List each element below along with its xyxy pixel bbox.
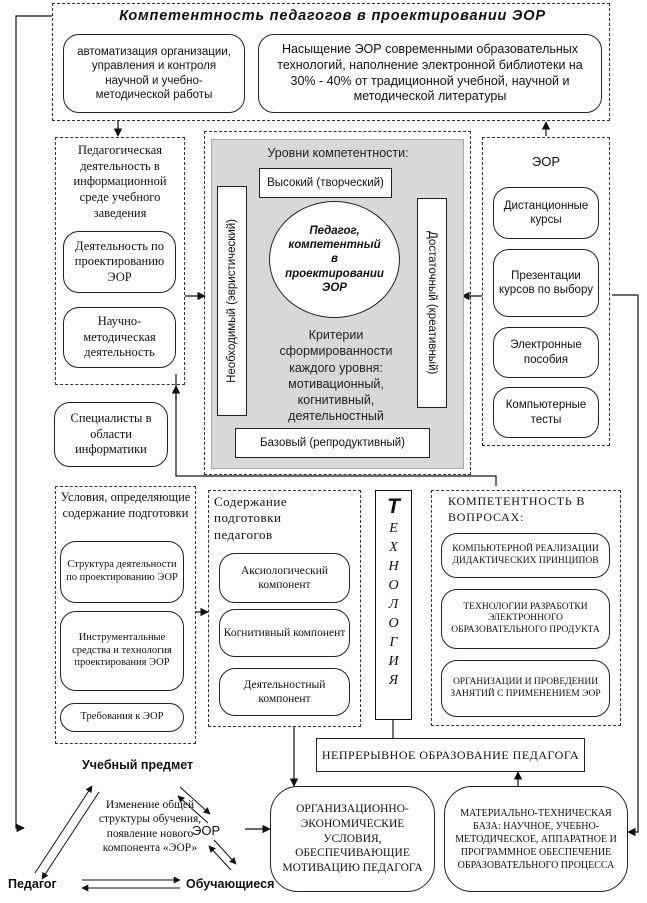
technology-letter: Х [389, 540, 398, 555]
org-conditions-box: Организационно-экономические условия, об… [270, 786, 435, 892]
technology-letter: Л [388, 597, 399, 612]
eor-frame [482, 137, 610, 446]
eor-title: ЭОР [531, 154, 561, 169]
automation-box: автоматизация организации, управления и … [63, 34, 245, 113]
content-title: Содержание подготовки педагогов [214, 494, 288, 542]
eor-item-presentations: Презентации курсов по выбору [493, 249, 599, 317]
level-sufficient: Достаточный (креативный) [426, 231, 438, 375]
content-item-activity: Деятельностный компонент [219, 668, 350, 716]
technology-letter: Е [389, 521, 398, 536]
technology-letter: О [388, 578, 399, 593]
method-activity-box: Научно-методическая деятельность [63, 307, 176, 368]
center-frame [204, 131, 471, 475]
top-frame [52, 3, 610, 121]
eor-item-distance: Дистанционные курсы [493, 187, 599, 239]
technology-letter: Н [388, 559, 399, 574]
level-high: Высокий (творческий) [259, 168, 392, 198]
design-activity-box: Деятельность по проектированию ЭОР [63, 231, 176, 293]
technology-letter: Г [389, 635, 398, 650]
conditions-item-tools: Инструментальные средства и технология п… [60, 611, 184, 691]
level-base: Базовый (репродуктивный) [235, 428, 430, 458]
continuous-education-box: Непрерывное образование педагога [316, 738, 585, 772]
diagram-title: Компетентность педагогов в проектировани… [119, 8, 546, 24]
saturation-box: Насыщение ЭОР современными образовательн… [258, 34, 602, 113]
competence-item-development: технологии разработки электронного образ… [441, 589, 610, 649]
competence-item-didactic: компьютерной реализации дидактических пр… [441, 533, 610, 578]
conditions-title: Условия, определяющие содержание подгото… [60, 490, 191, 520]
eor-item-textbooks: Электронные пособия [493, 327, 599, 378]
specialists-box: Специалисты в области информатики [54, 402, 168, 467]
conditions-item-structure: Структура деятельности по проектированию… [60, 541, 184, 603]
competence-title: Компетентность в вопросах: [448, 494, 586, 525]
conditions-item-requirements: Требования к ЭОР [60, 703, 184, 732]
level-necessary: Необходимый (эвристический) [225, 219, 238, 383]
content-frame [208, 490, 361, 727]
eor-item-tests: Компьютерные тесты [493, 387, 599, 438]
conditions-frame [55, 486, 196, 744]
technology-first-letter: Т [387, 495, 400, 518]
structure-change-text: Изменение общей структуры обучения, появ… [98, 799, 202, 855]
pedagogical-activity-frame [55, 137, 185, 385]
competence-item-lessons: организации и проведении занятий с приме… [441, 660, 610, 717]
subject-label: Учебный предмет [82, 758, 194, 772]
eor-label: ЭОР [192, 823, 221, 838]
levels-title: Уровни компетентности: [267, 146, 409, 160]
competent-teacher-circle: Педагог, компетентный в проектировании Э… [269, 201, 400, 318]
content-item-cognitive: Когнитивный компонент [219, 609, 350, 657]
level-necessary-box: Необходимый (эвристический) [217, 186, 247, 416]
pedagogical-activity-header: Педагогическая деятельность в информацио… [73, 143, 167, 220]
level-sufficient-box: Достаточный (креативный) [417, 198, 447, 408]
criteria-text: Критерии сформированности каждого уровня… [279, 328, 393, 424]
material-base-box: Материально-техническая база: научное, у… [444, 786, 628, 892]
technology-letter: О [388, 616, 399, 631]
teacher-label: Педагог [8, 877, 57, 891]
competence-frame [431, 490, 621, 726]
technology-letter: И [388, 654, 399, 669]
technology-letter: Я [388, 673, 399, 688]
students-label: Обучающиеся [186, 877, 275, 891]
content-item-axiological: Аксиологический компонент [219, 553, 350, 603]
